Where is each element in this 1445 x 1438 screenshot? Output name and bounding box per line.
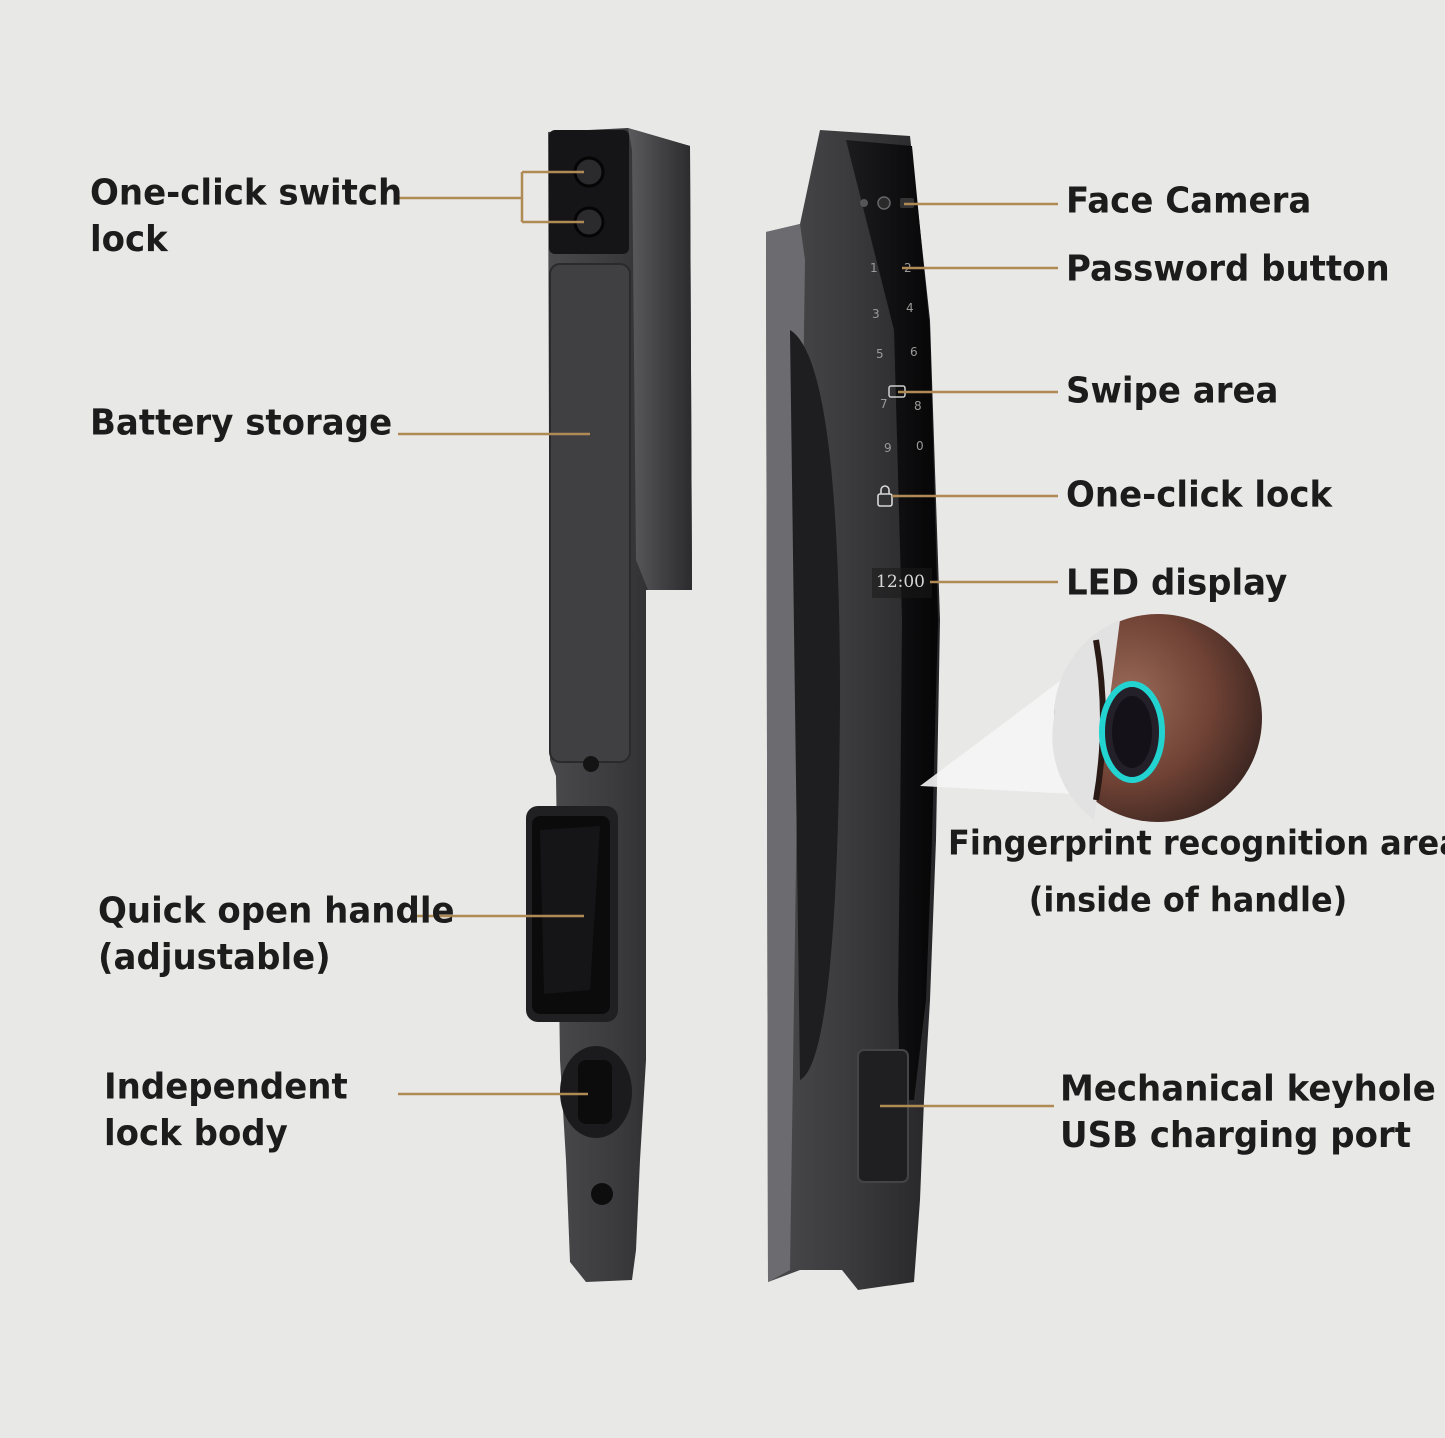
keypad-digit: 3	[872, 307, 880, 321]
keypad-panel	[846, 140, 938, 1100]
fingerprint-zoom-inset	[1052, 614, 1262, 822]
label-quick-open-handle: Quick open handle (adjustable)	[98, 890, 455, 979]
leader-lines	[398, 170, 1058, 1108]
label-face-camera: Face Camera	[1066, 180, 1312, 223]
label-independent-lock-body: Independent lock body	[104, 1066, 348, 1155]
label-swipe-area: Swipe area	[1066, 370, 1279, 413]
leader-switch-lock	[398, 170, 584, 224]
quick-open-handle	[526, 806, 618, 1022]
label-battery-storage: Battery storage	[90, 402, 393, 445]
independent-lock-knob	[560, 1046, 632, 1205]
keypad-digit: 4	[906, 301, 914, 315]
label-one-click-switch-lock: One-click switch lock	[90, 172, 403, 261]
cover-screw	[583, 756, 599, 772]
keypad-digit: 5	[876, 347, 884, 361]
led-display-panel	[872, 568, 932, 598]
label-password-button: Password button	[1066, 248, 1390, 291]
label-keyhole-usb: Mechanical keyhole USB charging port	[1060, 1068, 1436, 1157]
keypad-digit: 7	[880, 397, 888, 411]
label-fingerprint-area: Fingerprint recognition area (inside of …	[948, 823, 1445, 920]
keypad-digit: 0	[916, 439, 924, 453]
keyhole-cover	[857, 1049, 909, 1183]
keypad-digit: 1	[870, 261, 878, 275]
fingerprint-sensor	[1112, 696, 1152, 768]
label-led-display: LED display	[1066, 562, 1288, 605]
battery-cover	[549, 263, 631, 763]
keypad-digit: 6	[910, 345, 918, 359]
keypad-digit: 8	[914, 399, 922, 413]
led-display-time: 12:00	[876, 572, 925, 592]
label-one-click-lock: One-click lock	[1066, 474, 1333, 517]
padlock-icon	[877, 485, 893, 507]
one-click-switch-buttons	[549, 130, 629, 254]
keypad-digit: 9	[884, 441, 892, 455]
